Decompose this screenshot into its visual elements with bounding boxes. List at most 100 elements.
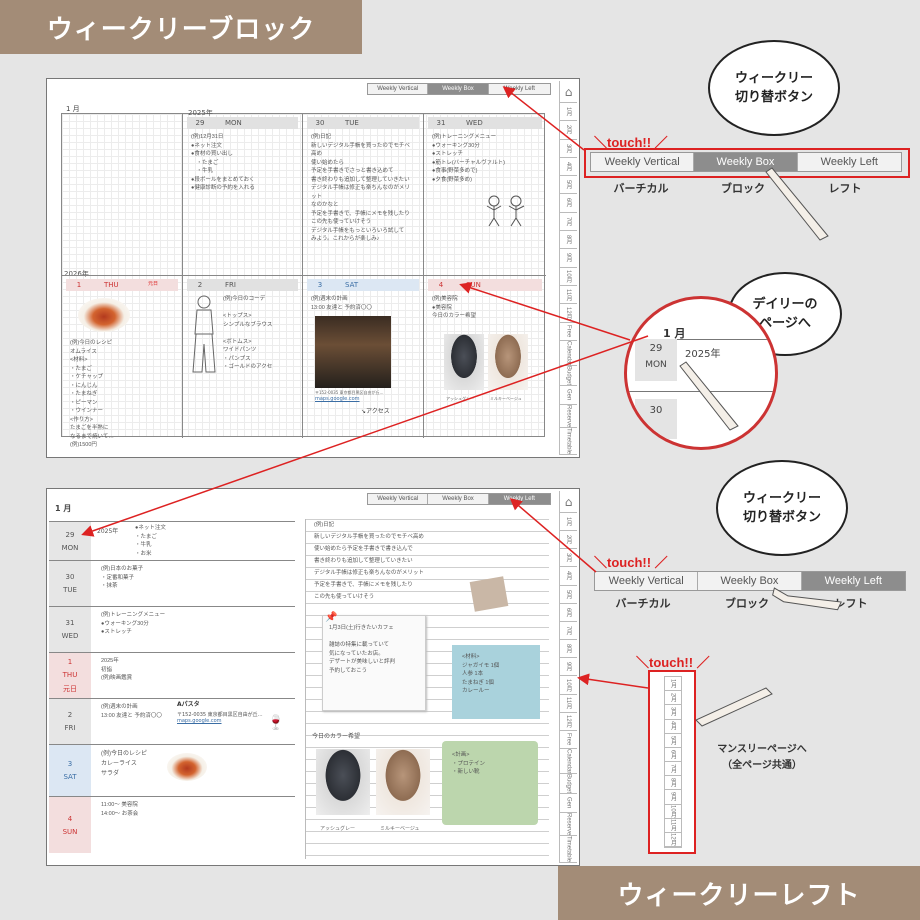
toggle-weekly-box[interactable]: Weekly Box: [698, 572, 802, 590]
side-tab[interactable]: 8月: [560, 640, 577, 659]
side-tab[interactable]: Timetable: [560, 836, 577, 864]
toggle-weekly-left[interactable]: Weekly Left: [488, 494, 550, 504]
day-of-week: THU: [62, 670, 78, 679]
side-tab[interactable]: 3月: [560, 549, 577, 568]
toggle-weekly-vertical[interactable]: Weekly Vertical: [368, 494, 429, 504]
day-of-week: MON: [213, 117, 298, 129]
cafe-photo: [315, 316, 391, 388]
month-tab[interactable]: 8月: [665, 776, 681, 791]
month-tab[interactable]: 6月: [665, 748, 681, 763]
toggle-weekly-vertical[interactable]: Weekly Vertical: [368, 84, 429, 94]
side-tab[interactable]: 12月: [560, 713, 577, 731]
side-tab[interactable]: Reserve: [560, 405, 577, 428]
side-tab[interactable]: 5月: [560, 586, 577, 604]
toggle-weekly-box[interactable]: Weekly Box: [428, 494, 489, 504]
month-tab[interactable]: 11月: [665, 819, 681, 833]
month-tab[interactable]: 12月: [665, 833, 681, 848]
side-tab[interactable]: 7月: [560, 622, 577, 641]
month-tab[interactable]: 1月: [665, 677, 681, 692]
side-tab[interactable]: 1月: [560, 513, 577, 532]
side-tab[interactable]: 10月: [560, 268, 577, 286]
map-title: Aパスタ: [177, 701, 200, 708]
caption-vertical: バーチカル: [615, 597, 671, 610]
side-tab[interactable]: Calendar: [560, 749, 577, 775]
toggle-weekly-vertical[interactable]: Weekly Vertical: [595, 572, 699, 590]
side-tab[interactable]: 7月: [560, 213, 577, 232]
map-link[interactable]: maps.google.com: [177, 718, 222, 724]
side-tab[interactable]: 5月: [560, 176, 577, 195]
side-tab[interactable]: 6月: [560, 194, 577, 213]
side-tab[interactable]: Calendar: [560, 341, 577, 367]
home-button[interactable]: ⌂: [560, 491, 577, 513]
side-tab[interactable]: Reserve: [560, 813, 577, 836]
toggle-weekly-vertical[interactable]: Weekly Vertical: [591, 153, 695, 171]
side-tab[interactable]: 2月: [560, 531, 577, 550]
side-tab[interactable]: Timetable: [560, 428, 577, 456]
side-tab[interactable]: Budget: [560, 774, 577, 795]
banner-weekly-left: ウィークリーレフト: [558, 866, 920, 920]
side-tab[interactable]: 4月: [560, 158, 577, 177]
month-tab[interactable]: 2月: [665, 691, 681, 706]
home-button[interactable]: ⌂: [560, 81, 577, 103]
side-tab[interactable]: 11月: [560, 695, 577, 713]
side-tab[interactable]: 4月: [560, 567, 577, 586]
month-tab[interactable]: 10月: [665, 805, 681, 819]
side-tab[interactable]: 10月: [560, 676, 577, 695]
side-tab[interactable]: 12月: [560, 304, 577, 323]
toggle-zoom-frame: [584, 148, 910, 178]
side-tab[interactable]: Gen: [560, 386, 577, 405]
toggle-weekly-left[interactable]: Weekly Left: [503, 86, 535, 92]
map-card[interactable]: Aパスタ 〒152-0035 東京都目黒区自由が丘… maps.google.c…: [177, 699, 285, 741]
photo-label: アッシュグレー: [320, 826, 356, 832]
day-of-week: MON: [61, 543, 79, 552]
year-label: 2025年: [97, 528, 119, 535]
free-notes: (例)日記 新しいデジタル手帳を買ったのでモチベ高め 使い始めたら予定を手書きで…: [314, 522, 424, 600]
day-number: 2: [67, 711, 73, 719]
touch-label: ＼touch!! ／: [594, 135, 668, 150]
side-tab[interactable]: 6月: [560, 604, 577, 622]
map-link[interactable]: maps.google.com: [315, 396, 360, 402]
side-tab[interactable]: 9月: [560, 249, 577, 268]
toggle-weekly-box[interactable]: Weekly Box: [428, 84, 489, 94]
day-number: 3: [307, 279, 333, 291]
lens-year: 2025年: [685, 349, 721, 360]
toggle-weekly-left[interactable]: Weekly Left: [801, 572, 905, 590]
side-tab[interactable]: Free: [560, 731, 577, 750]
month-tab[interactable]: 3月: [665, 705, 681, 720]
photo-label: ミルキーベージュ: [490, 396, 522, 401]
side-tab[interactable]: 2月: [560, 121, 577, 140]
side-tab[interactable]: 3月: [560, 140, 577, 158]
day-of-week: WED: [454, 117, 542, 129]
toggle-weekly-left[interactable]: Weekly Left: [820, 156, 878, 168]
side-tab[interactable]: Budget: [560, 366, 577, 387]
side-tab[interactable]: 1月: [560, 103, 577, 122]
photo-label: ミルキーベージュ: [380, 826, 420, 832]
month-tab[interactable]: 4月: [665, 720, 681, 734]
side-tab[interactable]: Free: [560, 323, 577, 341]
toggle-weekly-box[interactable]: Weekly Box: [694, 153, 798, 171]
side-tab[interactable]: 11月: [560, 286, 577, 305]
month-tab[interactable]: 9月: [665, 790, 681, 805]
side-tab[interactable]: 8月: [560, 231, 577, 250]
side-tab[interactable]: 9月: [560, 658, 577, 677]
side-tab[interactable]: Gen: [560, 794, 577, 813]
month-tab[interactable]: 7月: [665, 762, 681, 777]
month-tab[interactable]: 5月: [665, 734, 681, 748]
day-of-week: SAT: [333, 279, 419, 291]
